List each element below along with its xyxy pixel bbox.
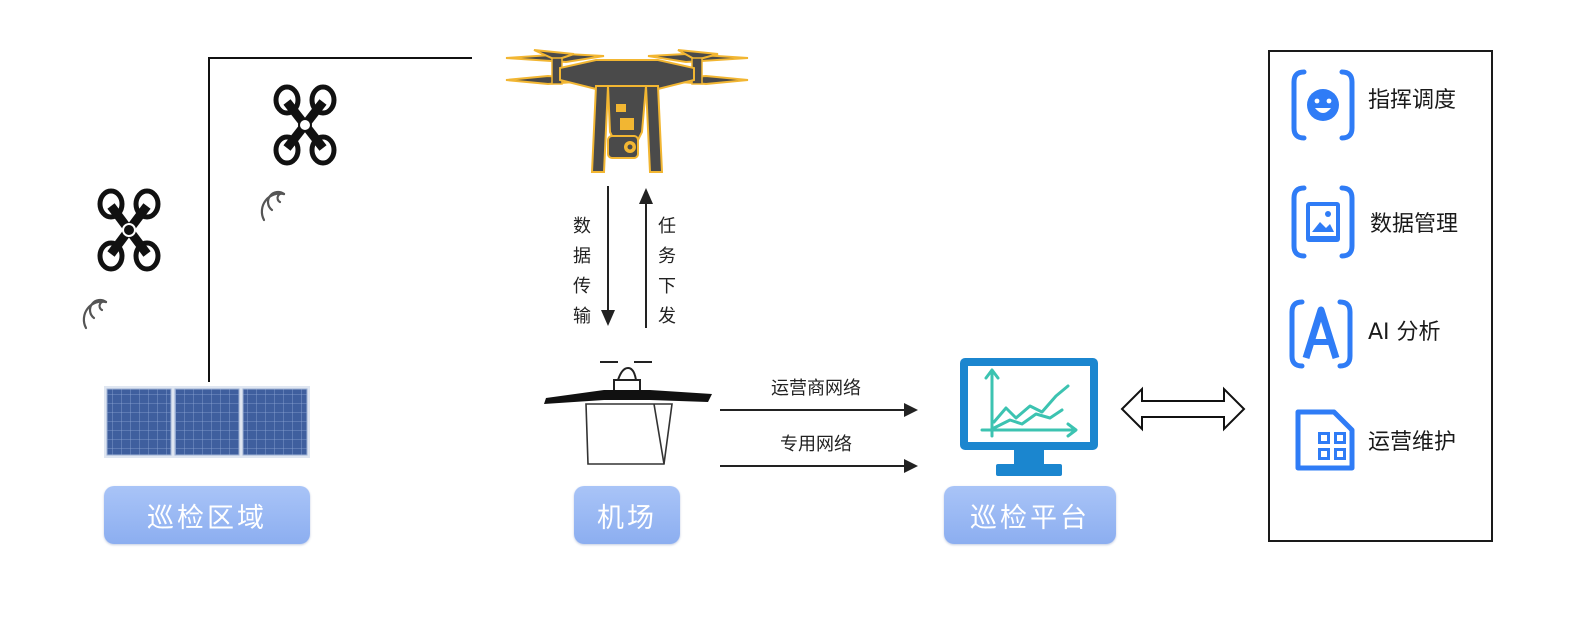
feature-label: AI 分析 — [1368, 320, 1441, 345]
task-dispatch-arrow — [639, 188, 653, 328]
data-transfer-arrow — [601, 186, 615, 326]
face-command-icon — [1291, 69, 1355, 141]
feature-label: 运营维护 — [1368, 430, 1457, 455]
airport-label: 机场 — [574, 486, 680, 544]
signal-wave-icon — [82, 298, 108, 330]
carrier-network-label: 运营商网络 — [771, 378, 861, 399]
solar-panel-icon — [104, 386, 310, 458]
inspection-platform-label: 巡检平台 — [944, 486, 1116, 544]
bidirectional-arrow — [1120, 386, 1246, 432]
feature-panel: 指挥调度 数据管理 AI 分析 — [1268, 50, 1493, 542]
feature-label: 数据管理 — [1370, 212, 1459, 237]
grid-maintenance-icon — [1295, 409, 1355, 471]
small-drone-icon — [97, 188, 161, 272]
private-network-arrow — [720, 459, 918, 473]
airport-dock-icon — [544, 361, 712, 465]
letter-a-icon — [1289, 299, 1353, 369]
signal-wave-icon — [260, 190, 286, 222]
feature-label: 指挥调度 — [1368, 88, 1457, 113]
inspection-area-label: 巡检区域 — [104, 486, 310, 544]
private-network-label: 专用网络 — [780, 434, 852, 455]
monitor-chart-icon — [960, 358, 1098, 476]
data-transfer-label: 数据传输 — [573, 216, 591, 327]
image-data-icon — [1291, 185, 1355, 259]
carrier-network-arrow — [720, 403, 918, 417]
inspection-drone-icon — [505, 49, 749, 173]
task-dispatch-label: 任务下发 — [658, 216, 676, 327]
small-drone-icon — [273, 84, 337, 166]
